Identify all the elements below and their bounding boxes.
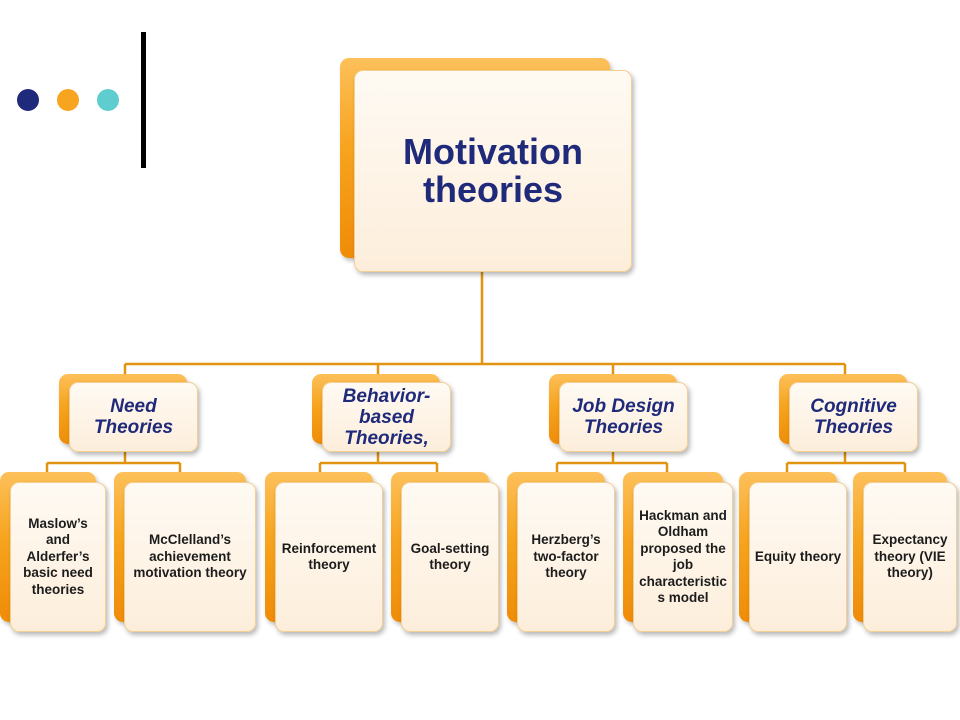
category-job-design-theories-label: Job Design Theories [572,396,675,438]
category-need-theories: Need Theories [59,374,199,454]
leaf-hackman-oldham-label: Hackman and Oldham proposed the job char… [639,507,727,606]
leaf-mcclelland: McClelland’s achievement motivation theo… [114,472,258,634]
leaf-expectancy: Expectancy theory (VIE theory) [853,472,959,634]
decor-vertical-bar [141,32,146,168]
category-behavior-based-theories-label: Behavior-based Theories, [342,385,431,449]
category-behavior-based-theories: Behavior-based Theories, [312,374,452,454]
leaf-herzberg-label: Herzberg’s two-factor theory [531,532,601,581]
category-cognitive-theories-label: Cognitive Theories [810,396,897,438]
leaf-reinforcement-label: Reinforcement theory [281,540,377,573]
category-job-design-theories: Job Design Theories [549,374,689,454]
decor-dot-orange [57,89,79,111]
leaf-goal-setting: Goal-setting theory [391,472,501,634]
leaf-equity: Equity theory [739,472,849,634]
category-cognitive-theories: Cognitive Theories [779,374,919,454]
leaf-equity-label: Equity theory [754,548,842,564]
leaf-hackman-oldham: Hackman and Oldham proposed the job char… [623,472,735,634]
decor-dot-teal [97,89,119,111]
decor-dot-navy [17,89,39,111]
leaf-herzberg: Herzberg’s two-factor theory [507,472,617,634]
leaf-goal-setting-label: Goal-setting theory [410,540,490,573]
root-node-label: Motivation theories [403,131,583,210]
leaf-mcclelland-label: McClelland’s achievement motivation theo… [133,532,247,581]
leaf-maslow-alderfer-label: Maslow’s and Alderfer’s basic need theor… [23,515,93,597]
category-need-theories-label: Need Theories [93,396,174,438]
leaf-expectancy-label: Expectancy theory (VIE theory) [872,532,948,581]
leaf-reinforcement: Reinforcement theory [265,472,385,634]
root-node: Motivation theories [340,58,635,275]
leaf-maslow-alderfer: Maslow’s and Alderfer’s basic need theor… [0,472,108,634]
